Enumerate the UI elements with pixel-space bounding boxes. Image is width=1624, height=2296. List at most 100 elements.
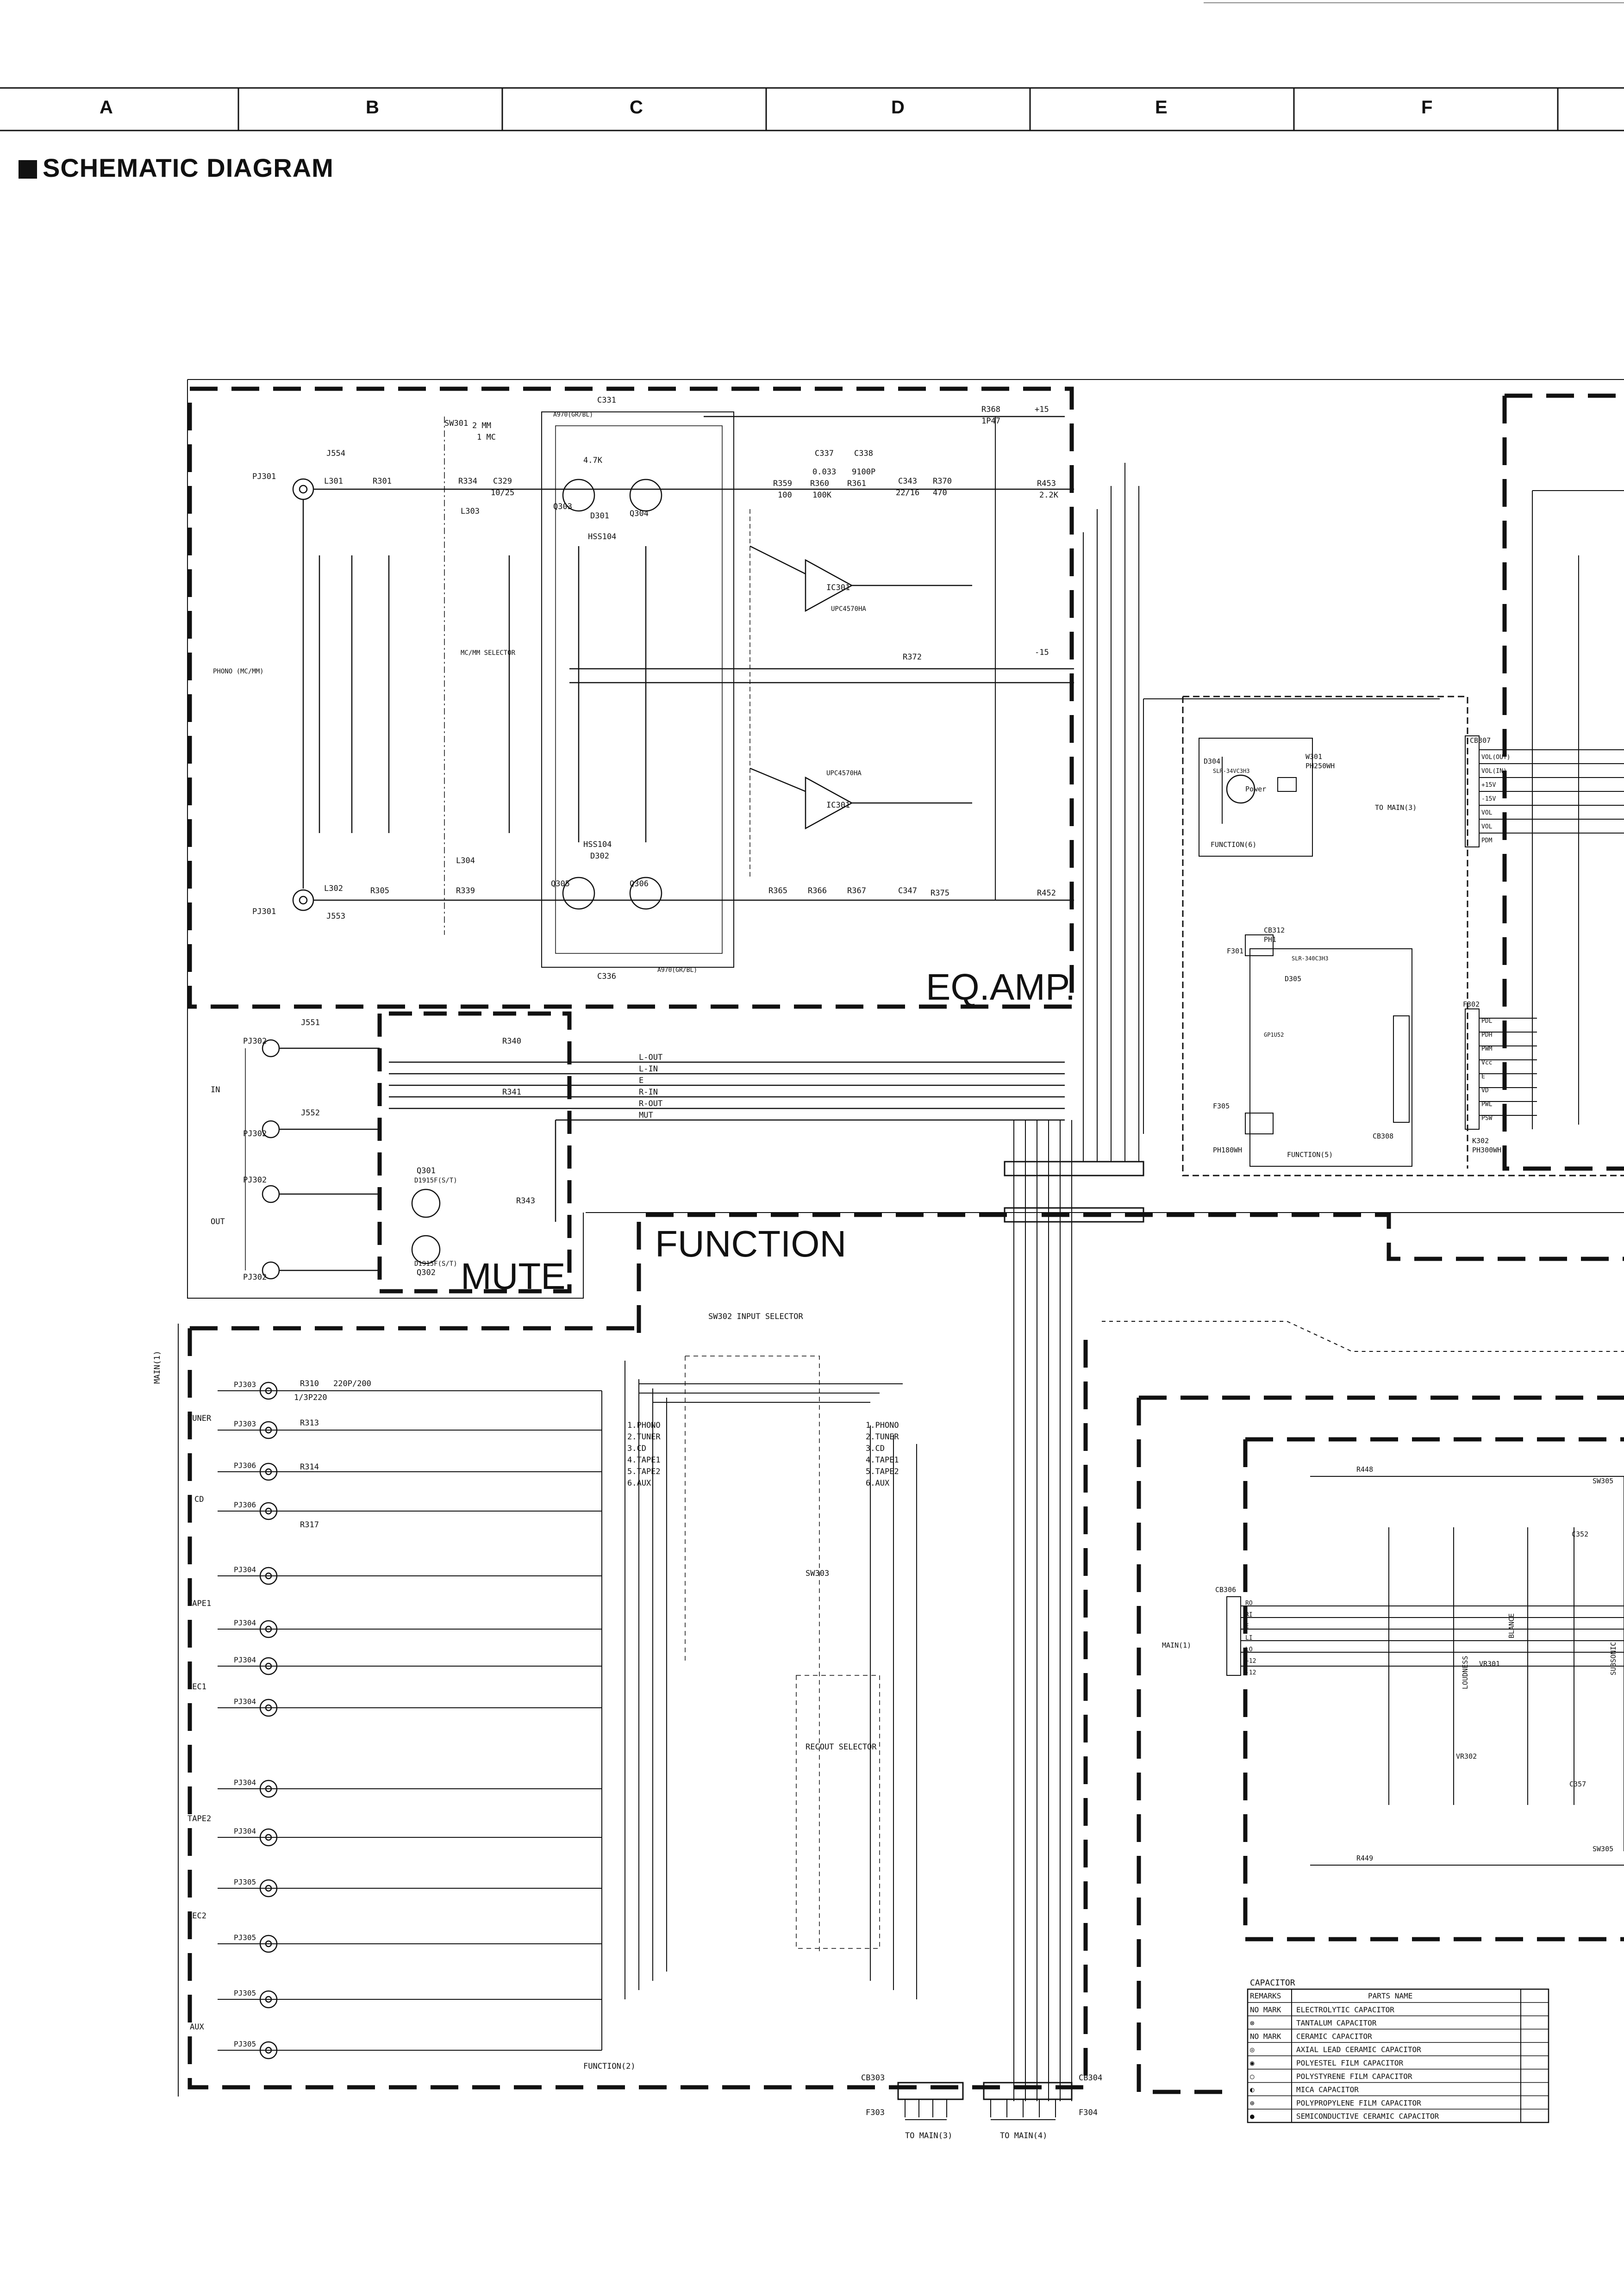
label-input-tape2: TAPE2 <box>187 1814 211 1823</box>
label-c352: C352 <box>1572 1530 1588 1538</box>
label-bus-l-out: L-OUT <box>639 1053 662 1062</box>
label-c329: C329 <box>493 477 512 486</box>
label-function6: FUNCTION(6) <box>1211 840 1256 849</box>
label-q306: Q306 <box>630 879 649 889</box>
label-pj301-bottom: PJ301 <box>252 907 276 916</box>
label-input-tuner: TUNER <box>187 1414 212 1423</box>
label-v-pos: +15 <box>1035 405 1049 414</box>
label-v22-16: 22/16 <box>896 488 919 498</box>
jack-label: PJ305 <box>234 1989 256 1997</box>
jack-label: PJ303 <box>234 1380 256 1389</box>
label-k302: K302 <box>1472 1137 1489 1145</box>
dotted-link-func <box>1102 1321 1624 1352</box>
label-to-main4: TO MAIN(4) <box>1000 2131 1047 2140</box>
label-cb308: CB308 <box>1373 1132 1393 1140</box>
pin-label-f302: Vcc <box>1481 1059 1492 1066</box>
io-mute-circuit <box>245 1039 1065 1280</box>
label-l302: L302 <box>324 884 343 893</box>
label-r370: R370 <box>933 477 952 486</box>
label-r372: R372 <box>903 653 922 662</box>
tone-inner-boundary <box>1243 1437 1624 1941</box>
label-function2: FUNCTION(2) <box>583 2062 636 2071</box>
io-labels: PJ302 PJ302 PJ302 PJ302 IN OUT R340 R341… <box>211 1018 662 1282</box>
phono-jack-center-icon <box>265 1572 272 1580</box>
label-j553: J553 <box>326 912 345 921</box>
phono-jack-center-icon <box>265 1996 272 2003</box>
right-board-circuit <box>1143 490 1624 1866</box>
label-c343: C343 <box>898 477 917 486</box>
phono-jack-icon <box>259 1421 278 1439</box>
label-w301: W301 <box>1305 753 1322 761</box>
label-v4-7k: 4.7K <box>583 456 603 465</box>
legend-part-name: ELECTROLYTIC CAPACITOR <box>1296 2005 1394 2014</box>
eq-amp-labels: PJ301 PJ301 PHONO (MC/MM) SW301 2 MM 1 M… <box>213 396 1059 981</box>
label-input-rec2: REC2 <box>187 1911 206 1921</box>
pin-label-cb307: -15V <box>1481 796 1496 803</box>
label-a970-top: A970(GR/BL) <box>553 411 593 418</box>
phono-jack-icon <box>259 1935 278 1953</box>
legend-part-name: MICA CAPACITOR <box>1296 2085 1359 2094</box>
power-board-boundary <box>1182 696 1624 1176</box>
label-slr340: SLR-340C3H3 <box>1292 955 1328 962</box>
legend-remark: ◎ <box>1250 2045 1255 2054</box>
label-f303: F303 <box>866 2108 885 2117</box>
label-src2-phono: 1.PHONO <box>866 1421 899 1430</box>
pin-label-cb306: LO <box>1245 1646 1253 1653</box>
label-a970-bottom: A970(GR/BL) <box>657 967 697 974</box>
eq-amp-boundary <box>187 386 1074 1009</box>
label-bus-l-in: L-IN <box>639 1064 658 1074</box>
column-letter-a: A <box>100 97 113 118</box>
legend-part-name: TANTALUM CAPACITOR <box>1296 2019 1377 2028</box>
label-input-rec1: REC1 <box>187 1682 206 1692</box>
label-src2-tape2: 5.TAPE2 <box>866 1467 899 1476</box>
pin-label-cb307: VOL(OUT) <box>1481 754 1511 761</box>
phono-jack-icon <box>259 1699 278 1717</box>
legend-remark: NO MARK <box>1250 2005 1281 2014</box>
label-cb306: CB306 <box>1215 1586 1236 1594</box>
label-phono: PHONO (MC/MM) <box>213 668 264 675</box>
phono-jack-icon <box>259 2041 278 2060</box>
eq-amp-label: EQ.AMP. <box>926 966 1075 1008</box>
title-square-icon <box>19 160 37 179</box>
jack-label: PJ304 <box>234 1827 256 1836</box>
phono-jack-icon <box>259 1462 278 1481</box>
label-q302: Q302 <box>417 1268 436 1277</box>
label-src-phono: 1.PHONO <box>627 1421 661 1430</box>
label-ic301-b: IC301 <box>826 801 850 810</box>
right-board-labels: CB307 TO MAIN(3) W301 PH250WH D304 SLR-3… <box>1162 736 1618 1862</box>
pin-label-cb306: LI <box>1245 1635 1253 1642</box>
phono-jack-center-icon <box>265 1468 272 1475</box>
label-subsonic: SUBSONIC <box>1609 1642 1618 1675</box>
label-r313: R313 <box>300 1419 319 1428</box>
pin-label-f302: PDL <box>1481 1018 1493 1025</box>
connector-bus <box>1004 463 1144 2101</box>
jack-label: PJ304 <box>234 1565 256 1574</box>
mute-boundary <box>377 1011 572 1294</box>
label-sw303: SW303 <box>806 1569 829 1578</box>
label-r310: R310 <box>300 1379 319 1388</box>
label-220p: 220P/200 <box>333 1379 371 1388</box>
label-v2-2k: 2.2K <box>1039 491 1059 500</box>
label-c338: C338 <box>854 449 873 458</box>
label-j551: J551 <box>301 1018 320 1027</box>
label-src2-cd: 3.CD <box>866 1444 885 1453</box>
jack-label: PJ304 <box>234 1618 256 1627</box>
phono-jack-icon <box>259 1502 278 1520</box>
label-bus-mut: MUT <box>639 1111 653 1120</box>
pin-label-cb307: PDM <box>1481 837 1493 844</box>
label-recout: RECOUT SELECTOR <box>806 1742 877 1752</box>
jack-label: PJ305 <box>234 1878 256 1886</box>
label-src-aux: 6.AUX <box>627 1479 651 1488</box>
label-main1-left: MAIN(1) <box>153 1350 162 1384</box>
function-jacks: PJ303PJ303PJ306PJ306PJ304PJ304PJ304PJ304… <box>234 1380 278 2060</box>
pin-label-cb306: -12 <box>1245 1669 1256 1676</box>
label-pj301-top: PJ301 <box>252 472 276 481</box>
pin-label-f302: VD <box>1481 1087 1489 1094</box>
jack-label: PJ306 <box>234 1500 256 1509</box>
legend-head-parts: PARTS NAME <box>1368 1991 1412 2000</box>
bottom-connectors <box>897 2082 1073 2120</box>
label-c357: C357 <box>1569 1780 1586 1788</box>
label-src-cd: 3.CD <box>627 1444 646 1453</box>
phono-jack-icon <box>259 1990 278 2009</box>
label-bus-e: E <box>639 1076 643 1085</box>
